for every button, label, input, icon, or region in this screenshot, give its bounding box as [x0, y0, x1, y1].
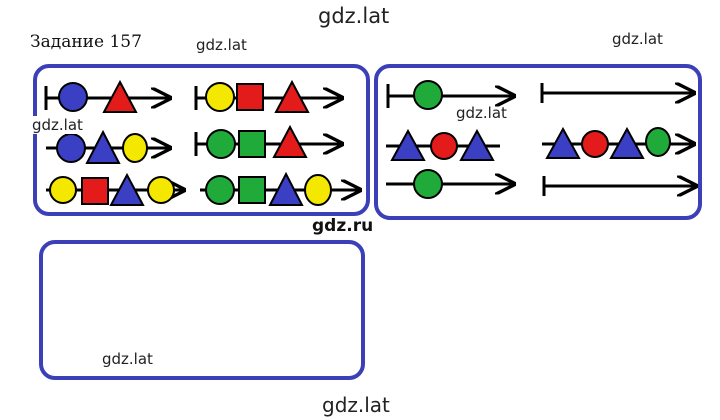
circle-yellow — [304, 174, 332, 206]
circle-green — [413, 80, 443, 110]
sequence-row-left-2 — [194, 79, 342, 113]
brand-label: gdz.ru — [312, 216, 374, 236]
watermark-top-left: gdz.lat — [196, 36, 247, 54]
watermark-center-mid: gdz.lat — [456, 104, 507, 122]
sequence-row-left-1 — [44, 79, 170, 113]
triangle-blue — [268, 171, 304, 206]
square-green — [238, 130, 266, 158]
triangle-blue — [390, 128, 426, 161]
triangle-blue — [85, 129, 121, 164]
circle-blue — [58, 82, 88, 112]
triangle-blue — [459, 128, 495, 161]
watermark-left-mid: gdz.lat — [32, 116, 83, 134]
sequence-row-right-1 — [386, 80, 514, 110]
circle-yellow — [205, 82, 235, 112]
left-panel-frame — [33, 64, 370, 216]
circle-blue — [56, 133, 86, 163]
triangle-red — [272, 124, 308, 158]
triangle-blue — [109, 172, 145, 206]
sequence-row-right-5 — [386, 169, 514, 199]
sequence-row-left-5 — [46, 172, 184, 206]
sequence-row-right-6 — [542, 176, 696, 196]
sequence-row-left-6 — [200, 171, 360, 206]
sequence-row-right-4 — [542, 126, 694, 159]
triangle-red — [274, 79, 310, 113]
circle-yellow — [49, 176, 77, 204]
right-panel-frame — [374, 64, 702, 220]
triangle-red — [102, 79, 138, 113]
circle-green — [413, 169, 443, 199]
square-green — [238, 176, 266, 204]
watermark-top-center: gdz.lat — [318, 4, 390, 28]
sequence-row-left-4 — [194, 124, 342, 159]
square-red — [81, 177, 109, 205]
triangle-blue — [545, 126, 581, 159]
circle-yellow — [147, 176, 175, 204]
watermark-top-right: gdz.lat — [612, 30, 663, 48]
empty-answer-frame — [39, 240, 365, 380]
sequence-row-left-3 — [46, 129, 170, 164]
task-title: Задание 157 — [30, 32, 142, 52]
triangle-blue — [609, 126, 645, 159]
sequence-row-right-3 — [386, 128, 500, 161]
circle-green — [645, 127, 671, 157]
circle-green — [205, 175, 235, 205]
watermark-bottom-center: gdz.lat — [322, 393, 390, 417]
square-red — [236, 83, 264, 111]
watermark-bottom-box: gdz.lat — [102, 350, 153, 368]
circle-red — [430, 132, 458, 160]
circle-green — [206, 129, 236, 159]
circle-red — [581, 130, 609, 158]
circle-yellow — [122, 133, 148, 163]
sequence-row-right-2 — [540, 83, 694, 103]
